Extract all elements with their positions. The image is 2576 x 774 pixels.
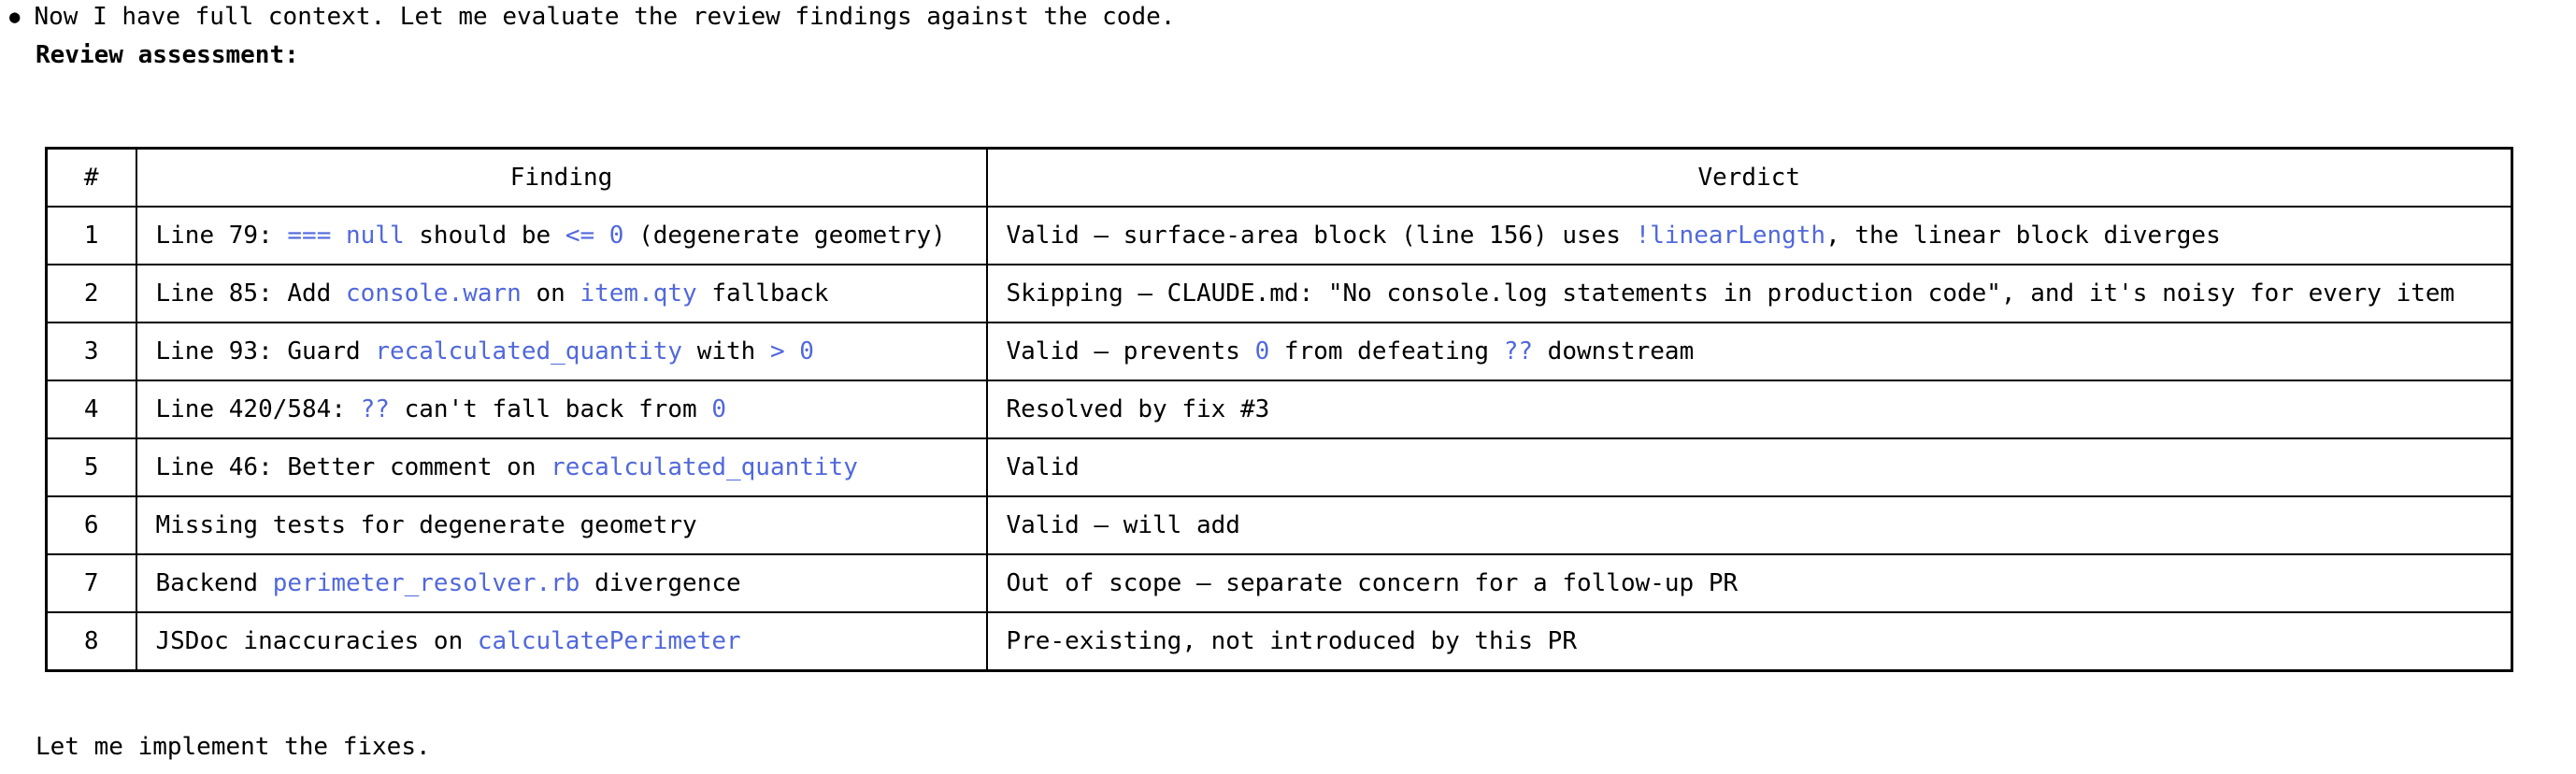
row-number-cell: 8 — [45, 611, 137, 672]
text-segment: Line 420/584: — [155, 395, 361, 423]
inline-code: 0 — [1254, 337, 1270, 366]
inline-code: recalculated_quantity — [551, 453, 858, 481]
footer-text: Let me implement the fixes. — [36, 733, 431, 761]
text-segment: , the linear block diverges — [1825, 222, 2221, 250]
text-segment: Out of scope — separate concern for a fo… — [1006, 569, 1739, 597]
row-number-cell: 4 — [45, 380, 137, 439]
row-number-cell: 5 — [45, 437, 137, 497]
text-segment: Valid — surface-area block (line 156) us… — [1006, 222, 1636, 250]
verdict-cell: Valid — prevents 0 from defeating ?? dow… — [985, 322, 2513, 381]
text-segment: from defeating — [1269, 337, 1504, 366]
inline-code: console.warn — [346, 280, 522, 308]
finding-cell: Line 85: Add console.warn on item.qty fa… — [135, 264, 988, 323]
inline-code: ?? — [1503, 337, 1534, 366]
text-segment: downstream — [1533, 337, 1695, 366]
text-segment: with — [682, 337, 770, 366]
text-segment: Line 93: Guard — [155, 337, 376, 366]
section-heading: Review assessment: — [36, 41, 299, 69]
verdict-cell: Valid — will add — [985, 495, 2513, 555]
finding-cell: Backend perimeter_resolver.rb divergence — [135, 553, 988, 613]
text-segment: (degenerate geometry) — [623, 222, 946, 250]
verdict-cell: Resolved by fix #3 — [985, 380, 2513, 439]
bullet-icon: ● — [9, 7, 21, 27]
inline-code: 0 — [711, 395, 726, 423]
finding-cell: Line 93: Guard recalculated_quantity wit… — [135, 322, 988, 381]
finding-cell: Missing tests for degenerate geometry — [135, 495, 988, 555]
header-cell-finding: Finding — [135, 147, 988, 208]
inline-code: perimeter_resolver.rb — [272, 569, 580, 597]
finding-cell: Line 420/584: ?? can't fall back from 0 — [135, 380, 988, 439]
text-segment: Line 85: Add — [155, 280, 346, 308]
row-number-cell: 7 — [45, 553, 137, 613]
row-number-cell: 2 — [45, 264, 137, 323]
finding-cell: Line 79: === null should be <= 0 (degene… — [135, 206, 988, 265]
text-segment: Backend — [155, 569, 273, 597]
text-segment: on — [521, 280, 580, 308]
inline-code: <= 0 — [565, 222, 624, 250]
inline-code: > 0 — [769, 337, 814, 366]
verdict-cell: Out of scope — separate concern for a fo… — [985, 553, 2513, 613]
verdict-cell: Valid — surface-area block (line 156) us… — [985, 206, 2513, 265]
row-number-cell: 1 — [45, 206, 137, 265]
text-segment: Resolved by fix #3 — [1006, 395, 1270, 423]
text-segment: Line 46: Better comment on — [155, 453, 551, 481]
verdict-cell: Valid — [985, 437, 2513, 497]
text-segment: Valid — [1006, 453, 1080, 481]
assistant-message-line: ● Now I have full context. Let me evalua… — [9, 2, 1175, 32]
table-row: 6 Missing tests for degenerate geometry Va… — [45, 495, 2513, 555]
text-segment: Valid — prevents — [1006, 337, 1255, 366]
text-segment: divergence — [580, 569, 741, 597]
text-segment: can't fall back from — [389, 395, 712, 423]
finding-cell: JSDoc inaccuracies on calculatePerimeter — [135, 611, 988, 672]
inline-code: item.qty — [580, 280, 697, 308]
inline-code: calculatePerimeter — [477, 627, 741, 655]
text-segment: JSDoc inaccuracies on — [155, 627, 478, 655]
finding-cell: Line 46: Better comment on recalculated_… — [135, 437, 988, 497]
row-number-cell: 6 — [45, 495, 137, 555]
header-cell-verdict: Verdict — [985, 147, 2513, 208]
header-cell-number: # — [45, 147, 137, 208]
text-segment: Line 79: — [155, 222, 288, 250]
row-number-cell: 3 — [45, 322, 137, 381]
text-segment: Valid — will add — [1006, 511, 1240, 539]
inline-code: !linearLength — [1635, 222, 1826, 250]
text-segment: should be — [404, 222, 565, 250]
text-segment: Pre-existing, not introduced by this PR — [1006, 627, 1577, 655]
text-segment: Missing tests for degenerate geometry — [155, 511, 697, 539]
verdict-cell: Skipping — CLAUDE.md: "No console.log st… — [985, 264, 2513, 323]
text-segment: fallback — [696, 280, 829, 308]
table-header-row: # Finding Verdict — [45, 147, 2513, 208]
verdict-cell: Pre-existing, not introduced by this PR — [985, 611, 2513, 672]
intro-text: Now I have full context. Let me evaluate… — [34, 3, 1176, 31]
inline-code: recalculated_quantity — [375, 337, 683, 366]
inline-code: ?? — [360, 395, 390, 423]
text-segment: Skipping — CLAUDE.md: "No console.log st… — [1006, 280, 2455, 308]
inline-code: === null — [287, 222, 405, 250]
